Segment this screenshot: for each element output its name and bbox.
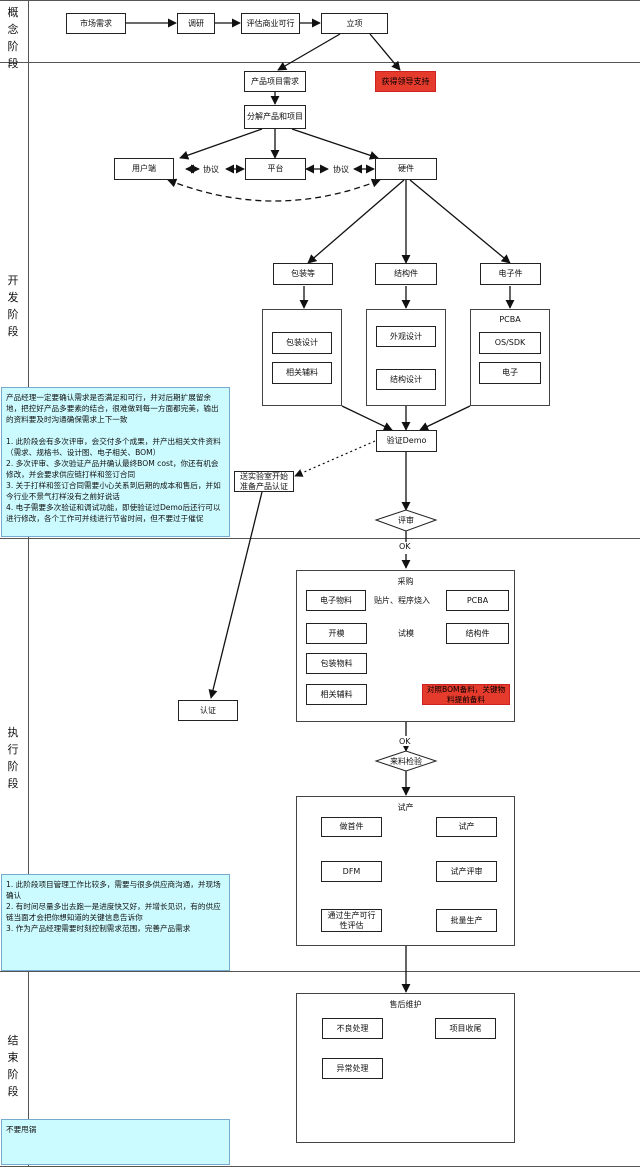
edge-setup-req (277, 33, 341, 71)
node-mold: 开模 (306, 623, 367, 644)
node-platform: 平台 (245, 158, 306, 180)
node-related-aux: 相关辅料 (272, 362, 332, 384)
node-pack-material: 包装物料 (306, 653, 367, 674)
label-smt: 贴片、程序烧入 (372, 595, 432, 606)
lane-divider-execute-close (0, 971, 640, 972)
node-feasibility: 评估商业可行 (241, 13, 300, 34)
node-packaging: 包装等 (273, 263, 333, 285)
label-ok-2: OK (397, 737, 413, 746)
lane-border-top (0, 0, 640, 1)
edge-decompose-user (179, 128, 263, 160)
stage-label-close: 结束阶段 (7, 1034, 19, 1098)
edge-decompose-hardware (291, 128, 379, 160)
stage-label-concept: 概念阶段 (7, 6, 19, 70)
stage-label-develop: 开发阶段 (7, 274, 19, 338)
execute-stage-note: 1. 此阶段项目管理工作比较多，需要与很多供应商沟通，并现场确认 2. 有时间尽… (1, 874, 230, 971)
edge-hw-packaging (307, 179, 405, 264)
node-market-demand: 市场需求 (66, 13, 126, 34)
node-dfm: DFM (321, 861, 382, 882)
node-project-setup: 立项 (321, 13, 388, 34)
node-structure-part: 结构件 (446, 623, 509, 644)
node-bom-note: 对照BOM备料，关键物料提前备料 (422, 684, 510, 705)
lane-divider-develop-execute (0, 538, 640, 539)
edge-elecgroup-demo (419, 405, 471, 431)
node-user-end: 用户端 (114, 158, 174, 180)
incoming-check-diamond (374, 750, 438, 772)
trial-title: 试产 (397, 803, 414, 812)
node-exception-handling: 异常处理 (322, 1058, 383, 1079)
stage-label-execute: 执行阶段 (7, 726, 19, 790)
node-structure-design: 结构设计 (376, 369, 436, 390)
label-protocol-1: 协议 (201, 164, 221, 175)
node-related-aux-2: 相关辅料 (306, 684, 367, 705)
group-pcba (470, 309, 550, 406)
lane-header-divider (28, 0, 29, 1167)
edge-user-hw-dashed (167, 178, 381, 202)
node-electronic: 电子 (479, 362, 541, 384)
edge-lab-cert (208, 491, 263, 699)
node-trial: 试产 (436, 817, 497, 837)
lane-divider-concept-develop (0, 62, 640, 63)
node-elec-material: 电子物料 (306, 590, 366, 611)
label-protocol-2: 协议 (331, 164, 351, 175)
node-verify-demo: 验证Demo (376, 430, 437, 452)
node-pcba: PCBA (446, 590, 509, 611)
node-appearance-design: 外观设计 (376, 326, 436, 347)
node-first-piece: 做首件 (321, 817, 382, 837)
node-certification: 认证 (178, 700, 238, 721)
node-electronics: 电子件 (480, 263, 541, 285)
close-stage-note: 不要甩锅 (1, 1119, 230, 1165)
group-packaging (262, 309, 342, 406)
node-decompose: 分解产品和项目 (244, 105, 306, 129)
node-product-req: 产品项目需求 (244, 71, 306, 92)
node-defect-handling: 不良处理 (322, 1018, 383, 1039)
after-sales-title: 售后维护 (389, 1000, 422, 1009)
node-trial-review: 试产评审 (436, 861, 497, 882)
group-structure (366, 309, 446, 406)
edge-setup-support (369, 33, 401, 71)
edge-packgroup-demo (341, 405, 393, 431)
procurement-title: 采购 (397, 577, 414, 586)
label-ok-1: OK (397, 542, 413, 551)
node-feasibility-eval: 通过生产可行性评估 (321, 909, 382, 932)
node-lab-cert: 送实验室开始准备产品认证 (234, 471, 294, 492)
review-diamond (374, 509, 438, 532)
edge-demo-lab-dotted (294, 440, 376, 477)
incoming-check-label: 来料检验 (390, 756, 422, 766)
node-structure: 结构件 (375, 263, 437, 285)
node-leader-support: 获得领导支持 (375, 71, 436, 92)
node-mass-production: 批量生产 (436, 909, 497, 932)
node-pack-design: 包装设计 (272, 332, 332, 354)
develop-stage-note: 产品经理一定要确认需求是否满足和可行，并对后期扩展留余地，把控好产品多要素的结合… (1, 387, 230, 537)
label-trial-mold: 试模 (396, 628, 416, 639)
node-project-closing: 项目收尾 (435, 1018, 496, 1039)
pcba-group-title: PCBA (499, 315, 521, 324)
review-label: 评审 (398, 516, 414, 525)
node-hardware: 硬件 (375, 158, 437, 180)
node-os-sdk: OS/SDK (479, 332, 541, 354)
node-research: 调研 (177, 13, 215, 34)
edge-hw-electronics (409, 179, 511, 264)
